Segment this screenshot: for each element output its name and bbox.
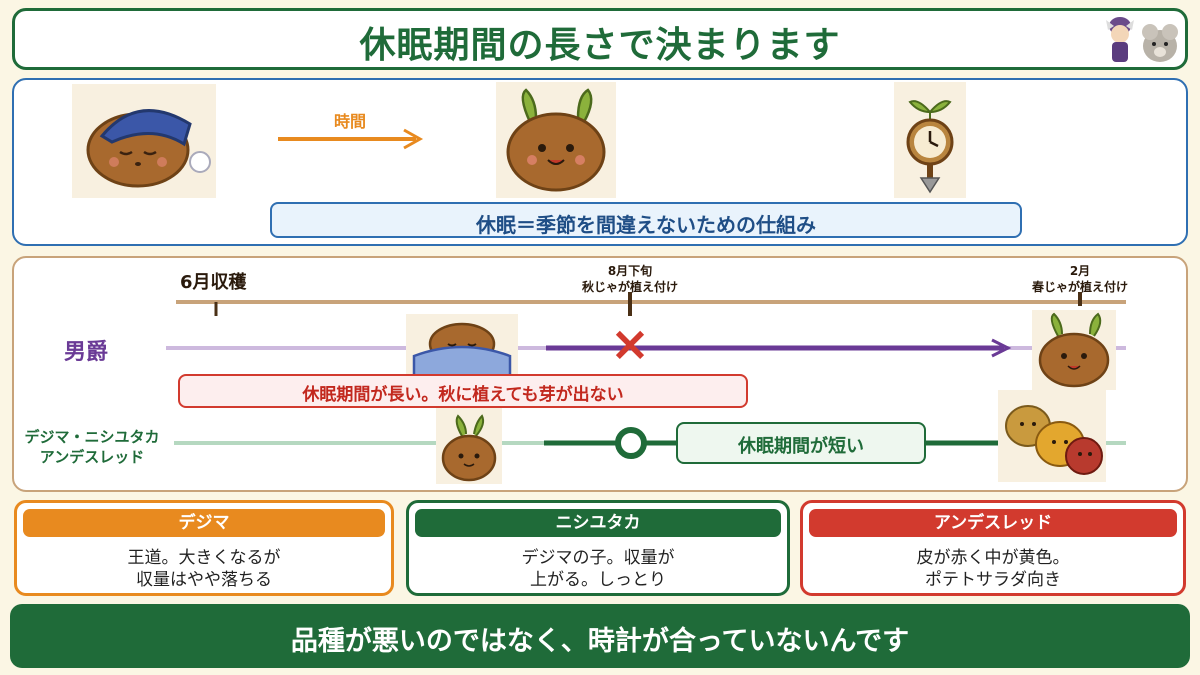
footer-banner [10,604,1190,668]
danshaku-note-text: 休眠期間が長い。秋に植えても芽が出ない [302,385,624,405]
axis-tick-autumn [628,292,632,316]
sleeping-potato-blanket-illustration [406,314,518,378]
spring-plant-label: 春じゃが植え付け [1031,280,1128,294]
early-varieties-note [676,422,926,464]
danshaku-timeline-track [166,336,1130,360]
dormancy-definition [270,202,1022,238]
early-varieties-timeline-track [174,432,1130,454]
axis-tick-spring [1078,292,1082,306]
variety-group-label-line1: デジマ・ニシユタカ [24,428,160,446]
variety-card-andesred: アンデスレッド 皮が赤く中が黄色。 ポテトサラダ向き [800,500,1186,596]
sprouting-potato-spring-illustration [1032,310,1116,390]
clock-sprout-illustration [894,82,966,198]
time-arrow-label: 時間 [333,112,366,131]
variety-card-nishiyutaka: ニシユタカ デジマの子。収量が 上がる。しっとり [406,500,790,596]
harvest-label: 6月収穫 [180,272,247,293]
sprouting-potato-illustration [496,82,616,198]
sleeping-potato-illustration [72,84,216,198]
title-banner [12,8,1188,70]
page-title: 休眠期間の長さで決まります [359,25,841,66]
calendar-axis [176,298,1128,318]
footer-message: 品種が悪いのではなく、時計が合っていないんです [290,626,910,657]
variety-danshaku-label: 男爵 [64,340,109,365]
dormancy-definition-text: 休眠＝季節を間違えないための仕組み [476,213,816,237]
time-arrow [276,126,426,152]
three-potatoes-illustration [998,390,1106,482]
variety-card-andesred-title: アンデスレッド [809,509,1177,537]
danshaku-result-cross-icon: × [609,316,651,372]
variety-group-label-line2: アンデスレッド [39,448,145,466]
early-varieties-note-text: 休眠期間が短い [738,436,864,457]
variety-card-dejima-desc: 王道。大きくなるが 収量はやや落ちる [127,548,281,590]
variety-card-nishiyutaka-title: ニシユタカ [415,509,781,537]
autumn-plant-label: 秋じゃが植え付け [581,280,678,294]
autumn-plant-month: 8月下旬 [607,264,653,278]
variety-card-dejima-title: デジマ [23,509,385,537]
spring-plant-month: 2月 [1069,264,1091,278]
variety-card-nishiyutaka-desc: デジマの子。収量が 上がる。しっとり [521,548,675,590]
variety-card-dejima: デジマ 王道。大きくなるが 収量はやや落ちる [14,500,394,596]
mascot-characters-illustration [1100,12,1182,68]
danshaku-note [178,374,748,408]
variety-card-andesred-desc: 皮が赤く中が黄色。 ポテトサラダ向き [916,548,1070,590]
early-varieties-result-circle-icon [613,425,649,461]
sprouted-potato-autumn-illustration [436,408,502,484]
